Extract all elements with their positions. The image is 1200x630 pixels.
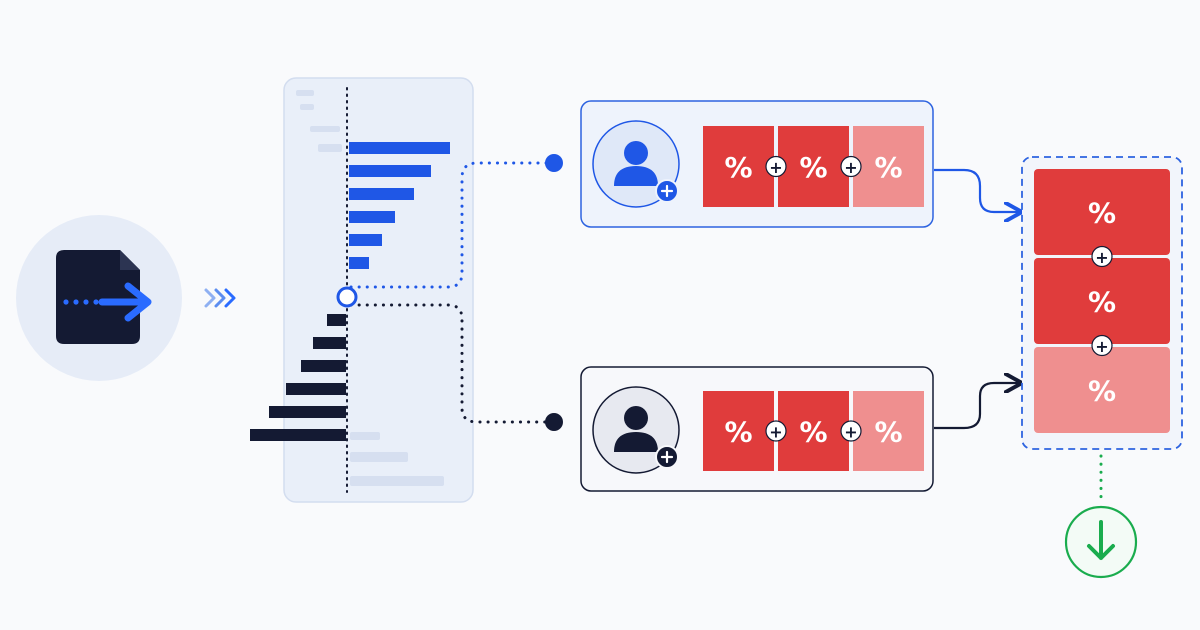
top-to-result-arrow [934,168,1020,212]
percentage-segment: % [778,391,849,471]
plus-connector: + [1091,245,1113,268]
percentage-segment: % [853,391,924,471]
upper-bar [349,234,382,246]
svg-text:%: % [799,416,827,449]
svg-text:+: + [769,423,782,442]
source-file-node [16,215,182,381]
result-stack[interactable]: %%% + + [1021,156,1183,450]
svg-text:+: + [844,158,857,177]
upper-bar [349,257,369,269]
lower-bar [250,429,346,441]
triple-chevron-right-icon [204,288,236,308]
svg-text:%: % [874,416,902,449]
user-add-icon [592,120,680,208]
bottom-to-result-arrow [934,383,1020,430]
lower-bar [301,360,346,372]
percentage-segment: % [1034,258,1170,344]
plus-connector: + [840,155,862,178]
percentage-segment: % [853,126,924,207]
lower-bar-series [250,314,346,441]
bottom-group-card[interactable]: %%% + + [580,366,934,492]
top-percentage-segments: %%% + + [703,126,924,207]
plus-connector: + [765,420,787,442]
svg-text:%: % [724,416,752,449]
lower-bar [313,337,346,349]
svg-text:+: + [1095,248,1108,267]
upper-bar [349,165,431,177]
lower-bar [286,383,346,395]
lower-bar [327,314,346,326]
split-chart-panel [250,77,474,503]
upper-bar [349,188,414,200]
percentage-segment: % [703,391,774,471]
svg-text:%: % [799,151,827,184]
percentage-segment: % [1034,347,1170,433]
percentage-segment: % [703,126,774,207]
plus-connector: + [840,420,862,442]
svg-text:%: % [1088,286,1116,319]
upper-bar [349,142,450,154]
bottom-path-endpoint [545,413,563,431]
split-node [336,286,358,308]
arrow-down-icon [1064,505,1138,579]
plus-connector: + [765,155,787,178]
plus-connector: + [1091,334,1113,357]
export-file-icon [56,250,152,344]
upper-bar [349,211,395,223]
percentage-segment: % [1034,169,1170,255]
top-path-endpoint [545,154,563,172]
dotted-connectors [349,161,1103,504]
top-group-card[interactable]: %%% + + [580,100,934,228]
svg-text:%: % [1088,197,1116,230]
svg-text:%: % [874,151,902,184]
faint-rows [296,90,444,486]
svg-text:+: + [844,423,857,442]
bottom-percentage-segments: %%% + + [703,391,924,471]
svg-text:+: + [769,158,782,177]
upper-bar-series [349,142,450,269]
user-add-icon [592,386,680,474]
svg-text:+: + [1095,337,1108,356]
result-percentage-segments: %%% + + [1034,169,1170,433]
percentage-segment: % [778,126,849,207]
lower-bar [269,406,346,418]
svg-text:%: % [724,151,752,184]
svg-text:%: % [1088,375,1116,408]
